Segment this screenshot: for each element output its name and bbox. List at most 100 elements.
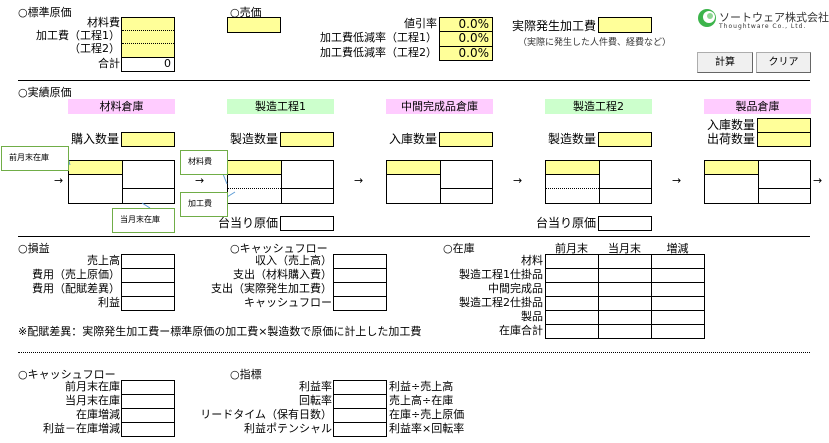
purchase-qty-input[interactable] [121,132,175,147]
pl-label: 費用（配賦差異） [32,282,120,295]
callout-prev-stock: 前月末在庫 [1,146,69,171]
cashflow2-label: 当月末在庫 [65,394,120,407]
cashflow-value [333,296,387,311]
price-input[interactable] [227,17,281,33]
cashflow-value [333,282,387,297]
t-account-material [68,160,175,204]
label-processing-2: （工程2） [69,42,120,55]
divider [18,236,810,237]
inventory-col-header: 当月末 [608,242,641,255]
pl-label: 利益 [98,296,120,309]
reduction-rate-1-label: 加工費低減率（工程1） [320,31,437,44]
logo-subtext: Thoughtware Co., Ltd. [719,23,807,30]
mfg-qty-2-input[interactable] [598,132,652,147]
cashflow2-value [121,380,175,395]
actual-cost-title: ○実績原価 [18,86,72,99]
pl-value [121,296,175,311]
unit-cost-1-label: 台当り原価 [217,216,278,230]
inventory-row-label: 製品 [521,310,543,323]
reduction-rate-2-label: 加工費低減率（工程2） [320,46,437,59]
cashflow-label: 支出（材料購入費） [233,268,332,281]
label-processing-1: 加工費（工程1） [36,29,120,42]
arrow-icon: → [672,174,682,187]
actual-processing-label: 実際発生加工費 [512,19,597,33]
stage-material-warehouse: 材料倉庫 [68,99,175,114]
indicator-value [333,380,387,395]
actual-processing-input[interactable] [598,17,652,33]
in-qty-input[interactable] [439,132,493,147]
pl-value [121,268,175,283]
inventory-row-label: 在庫合計 [499,324,543,337]
cashflow-label: 収入（売上高） [255,254,332,267]
cashflow2-label: 在庫増減 [76,408,120,421]
indicator-value [333,394,387,409]
pl-title: ○損益 [18,242,50,255]
company-logo: ソートウェア株式会社 Thoughtware Co., Ltd. [697,8,829,31]
t-account-intermediate [386,160,493,204]
indicator-formula: 売上高÷在庫 [389,394,454,407]
cashflow2-value [121,408,175,423]
stage-intermediate-warehouse: 中間完成品倉庫 [386,99,493,114]
actual-processing-note: （実際に発生した人件費、経費など） [518,38,672,48]
callout-material: 材料費 [180,150,228,175]
inventory-row-label: 中間完成品 [488,282,543,295]
indicator-formula: 在庫÷売上原価 [389,408,465,421]
unit-cost-2-label: 台当り原価 [535,216,596,230]
standard-cost-inputs[interactable] [121,17,175,58]
indicator-value [333,422,387,437]
indicator-label: 利益ポテンシャル [244,422,332,435]
logo-text: ソートウェア株式会社 [719,11,829,24]
mfg-qty-1-label: 製造数量 [229,132,278,146]
standard-cost-title: ○標準原価 [18,6,72,19]
indicator-label: 利益率 [299,380,332,393]
calculate-button[interactable]: 計算 [697,52,753,73]
cashflow-label: キャッシュフロー [244,296,332,309]
unit-cost-2-value [598,216,652,231]
label-total: 合計 [98,57,120,70]
arrow-icon: → [513,174,523,187]
dotted-divider [18,352,810,353]
pl-value [121,254,175,269]
indicator-formula: 利益÷売上高 [389,380,454,393]
cashflow-value [333,254,387,269]
in-qty-label: 入庫数量 [388,132,437,146]
cashflow2-label: 前月末在庫 [65,380,120,393]
allocation-variance-note: ※配賦差異：実際発生加工費ー標準原価の加工費×製造数で原価に計上した加工費 [18,325,422,338]
label-material: 材料費 [87,16,120,29]
pl-label: 費用（売上原価） [32,268,120,281]
arrow-icon: → [195,174,205,187]
stage-process-1: 製造工程1 [227,99,334,114]
indicator-formula: 利益率×回転率 [389,422,465,435]
arrow-icon: → [354,174,364,187]
inventory-row-label: 製造工程2仕掛品 [459,296,543,309]
inventory-title: ○在庫 [443,242,475,255]
stage-process-2: 製造工程2 [545,99,652,114]
divider [18,80,810,81]
price-title: ○売価 [230,6,262,19]
cashflow-title: ○キャッシュフロー [230,242,328,255]
arrow-icon: → [54,174,64,187]
clear-button[interactable]: クリア [756,52,811,73]
callout-curr-stock: 当月末在庫 [112,208,175,233]
mfg-qty-2-label: 製造数量 [547,132,596,146]
inventory-col-header: 前月末 [555,242,588,255]
cashflow2-value [121,394,175,409]
standard-cost-total: 0 [121,57,175,72]
indicator-label: 回転率 [299,394,332,407]
callout-processing: 加工費 [180,192,228,217]
cashflow2-value [121,422,175,437]
indicator-label: リードタイム（保有日数） [200,408,332,421]
mfg-qty-1-input[interactable] [280,132,334,147]
inventory-col-header: 増減 [666,242,689,255]
inventory-row-label: 材料 [521,254,543,267]
cashflow2-label: 利益－在庫増減 [43,422,120,435]
ship-qty-label: 出荷数量 [706,132,755,146]
product-in-qty-label: 入庫数量 [706,118,755,132]
reduction-rate-2-input[interactable]: 0.0% [439,46,493,61]
cashflow2-title: ○キャッシュフロー [18,368,116,381]
purchase-qty-label: 購入数量 [70,132,119,146]
ship-qty-input[interactable] [757,132,811,147]
indicators-title: ○指標 [230,368,262,381]
pl-label: 売上高 [87,254,120,267]
t-account-process-2 [545,160,652,204]
